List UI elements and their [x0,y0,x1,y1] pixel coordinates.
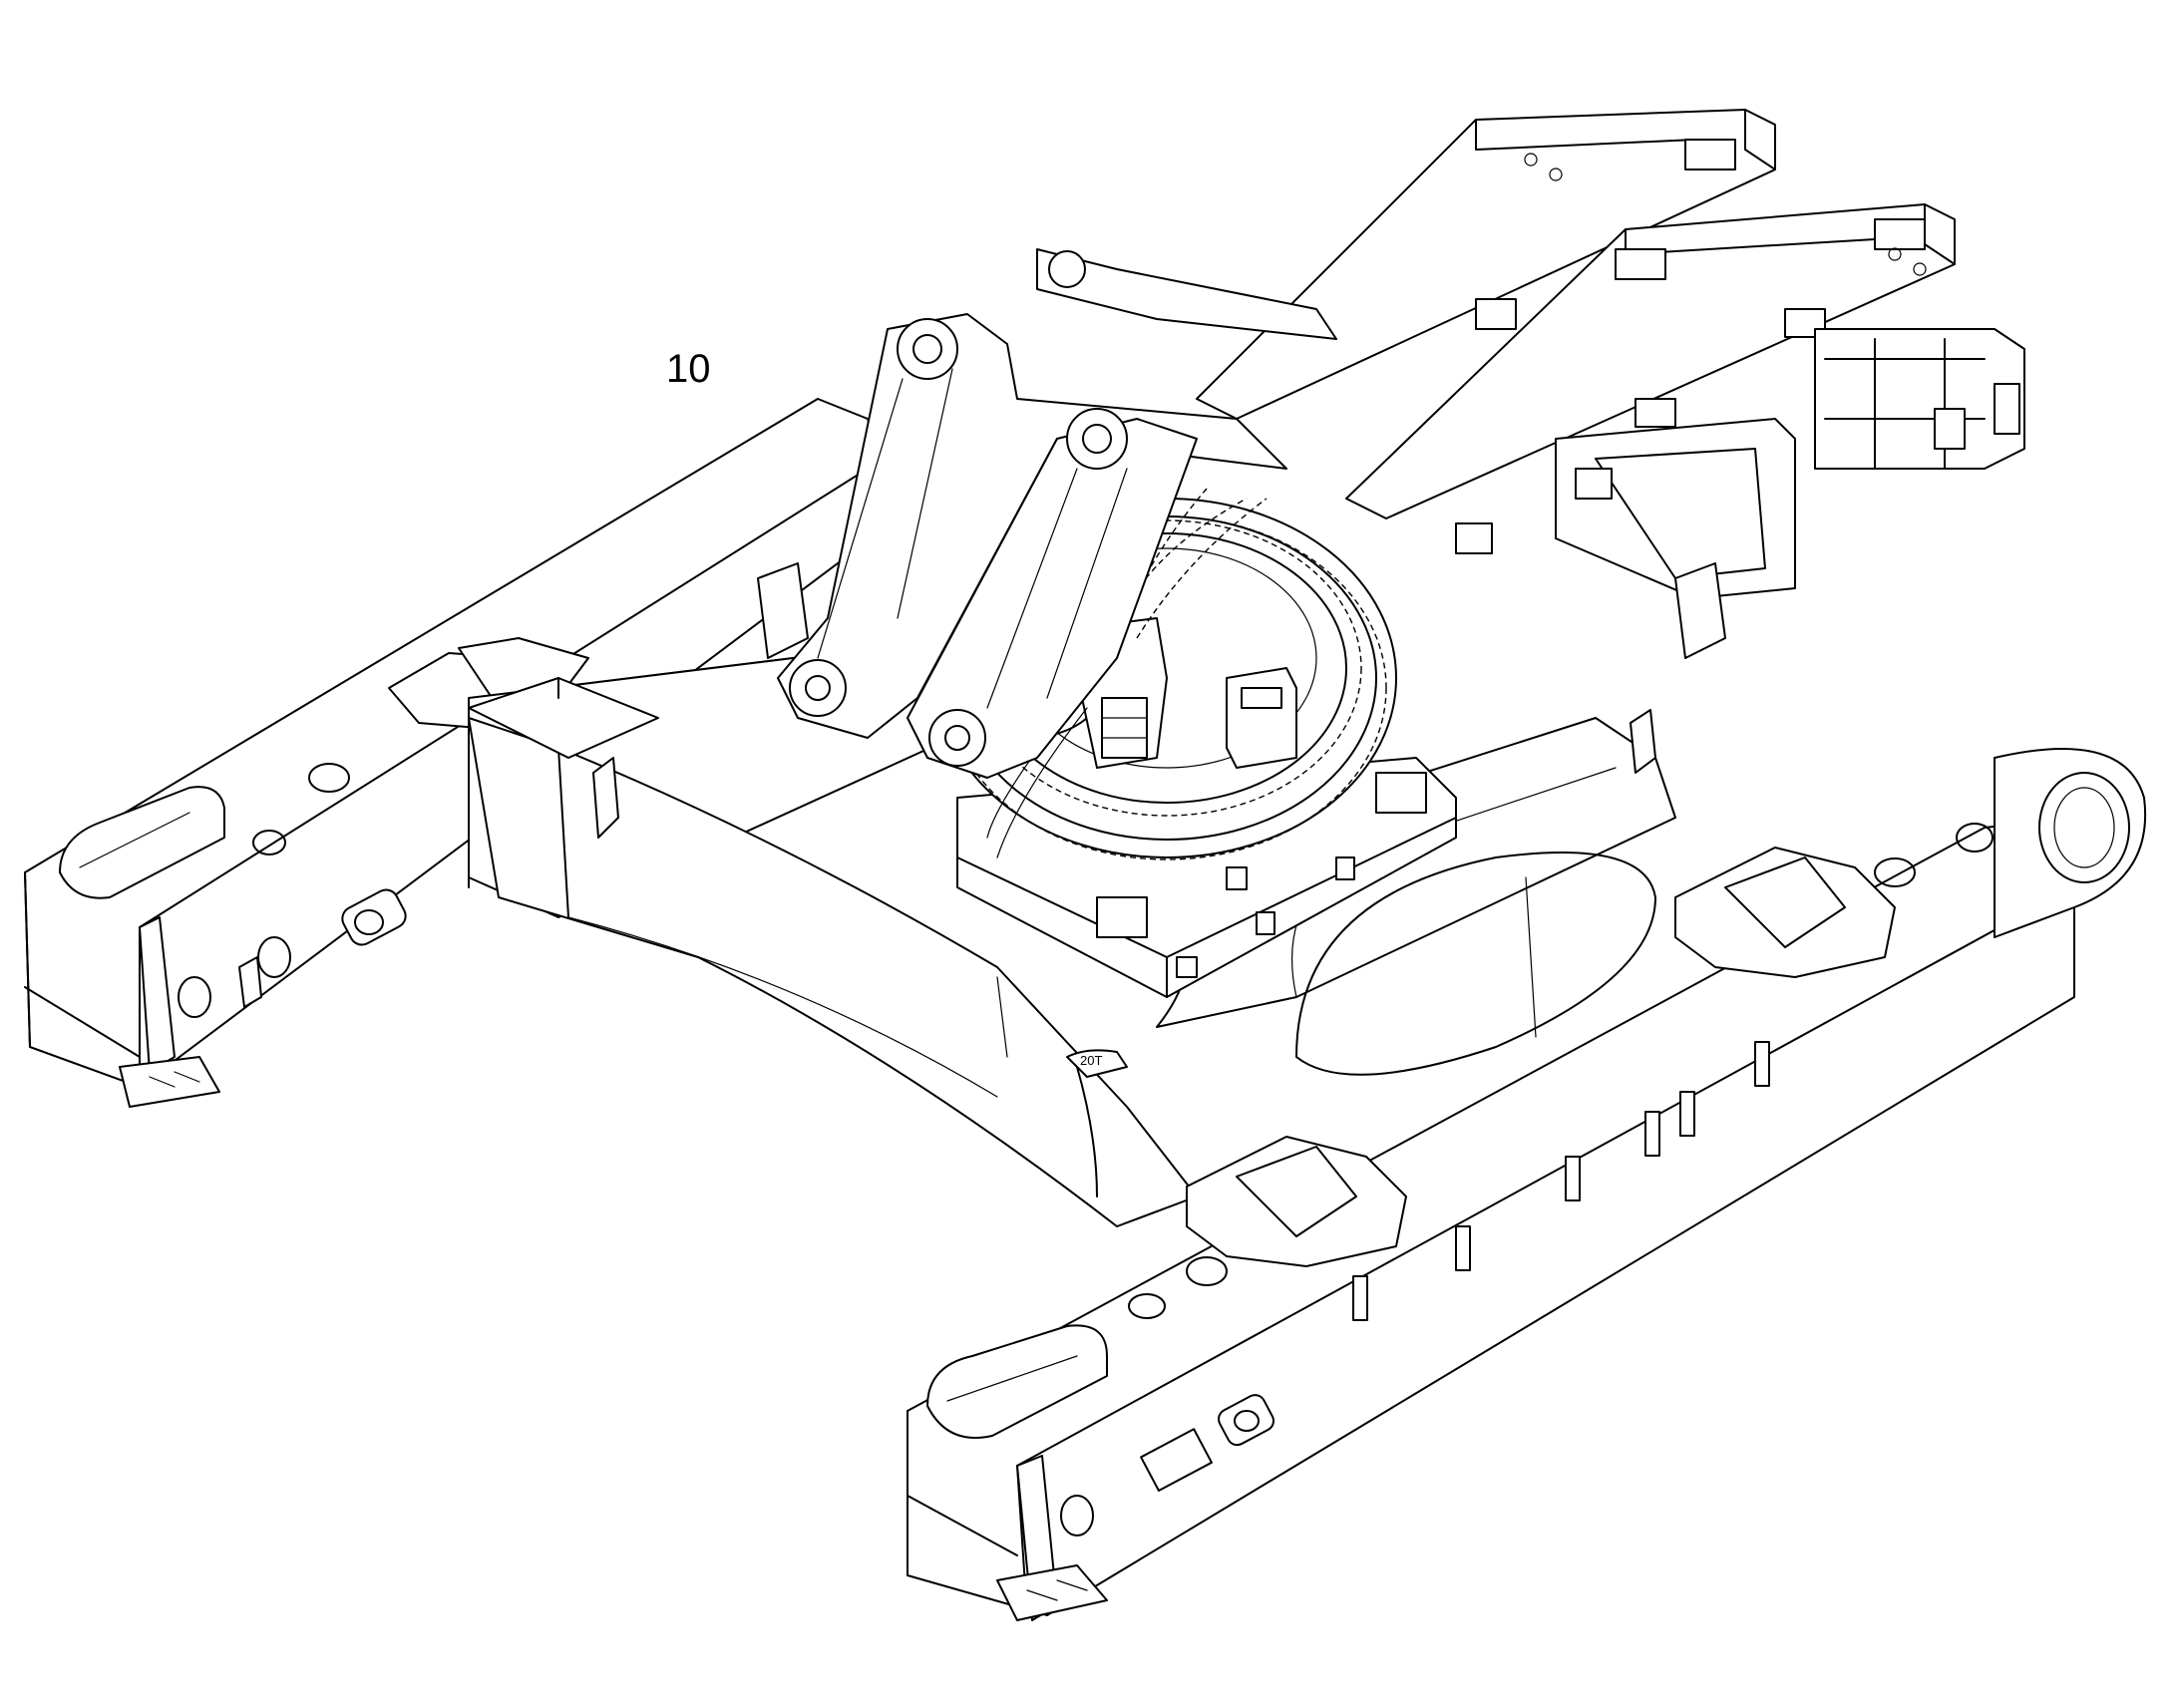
front-cross-box [468,562,1726,759]
boom-support-tower [777,248,1337,779]
rear-frame-rails [1196,109,2025,599]
reference-number-label: 10 [666,347,711,391]
part-tag-20t: 20T [1080,1053,1102,1068]
right-track-frame [907,748,2147,1621]
